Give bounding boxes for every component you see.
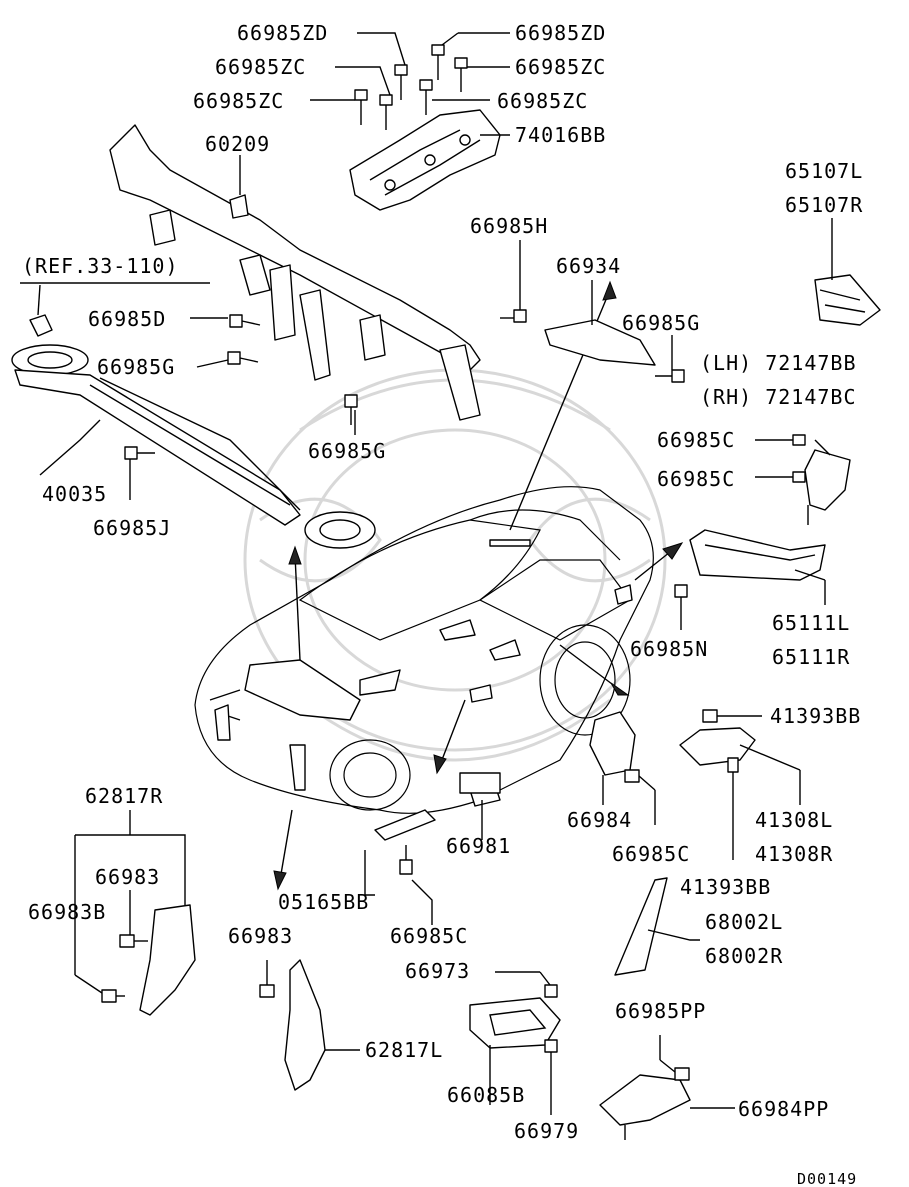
strut-tower-bar bbox=[11, 282, 376, 549]
label-66934: 66934 bbox=[556, 254, 621, 278]
label-66984: 66984 bbox=[567, 808, 632, 832]
top-bolts bbox=[310, 32, 510, 211]
label-66985C-1: 66985C bbox=[657, 428, 735, 452]
diagram-id: D00149 bbox=[797, 1170, 857, 1187]
bolt-icon bbox=[544, 1039, 558, 1053]
label-66985G-3: 66985G bbox=[622, 311, 700, 335]
label-68002R: 68002R bbox=[705, 944, 783, 968]
label-66985ZC-1: 66985ZC bbox=[215, 55, 306, 79]
label-68002L: 68002L bbox=[705, 910, 783, 934]
bottom-center-parts bbox=[469, 971, 735, 1140]
label-66979: 66979 bbox=[514, 1119, 579, 1143]
label-40035: 40035 bbox=[42, 482, 107, 506]
label-41393BB-2: 41393BB bbox=[680, 875, 771, 899]
label-66985ZC-3: 66985ZC bbox=[193, 89, 284, 113]
bolt-icon bbox=[544, 984, 558, 998]
label-66985C-3: 66985C bbox=[612, 842, 690, 866]
bolt-icon bbox=[792, 434, 806, 446]
label-65111L: 65111L bbox=[772, 611, 850, 635]
label-41308L: 41308L bbox=[755, 808, 833, 832]
label-66985J: 66985J bbox=[93, 516, 171, 540]
bolt-icon bbox=[399, 859, 413, 875]
bolt-icon bbox=[674, 584, 688, 598]
label-RH-72147BC: (RH) 72147BC bbox=[700, 385, 857, 409]
label-62817R: 62817R bbox=[85, 784, 163, 808]
label-66981: 66981 bbox=[446, 834, 511, 858]
bolt-icon bbox=[702, 709, 718, 723]
bolt-icon bbox=[513, 309, 527, 323]
bolt-icon bbox=[674, 1067, 690, 1081]
label-66985C-2: 66985C bbox=[657, 467, 735, 491]
bolt-icon bbox=[354, 44, 468, 130]
label-66983-1: 66983 bbox=[95, 865, 160, 889]
label-66983-2: 66983 bbox=[228, 924, 293, 948]
label-65107R: 65107R bbox=[785, 193, 863, 217]
label-41393BB-1: 41393BB bbox=[770, 704, 861, 728]
label-LH-72147BB: (LH) 72147BB bbox=[700, 351, 857, 375]
label-66985G-2: 66985G bbox=[308, 439, 386, 463]
bolt-icon bbox=[259, 984, 275, 998]
label-66973: 66973 bbox=[405, 959, 470, 983]
label-66985C-4: 66985C bbox=[390, 924, 468, 948]
bolt-icon bbox=[124, 446, 155, 460]
bolt-icon bbox=[227, 314, 358, 425]
label-74016BB: 74016BB bbox=[515, 123, 606, 147]
label-66983B: 66983B bbox=[28, 900, 106, 924]
bolt-icon bbox=[101, 989, 117, 1003]
label-66984PP: 66984PP bbox=[738, 1097, 829, 1121]
label-66985ZD-left: 66985ZD bbox=[237, 21, 328, 45]
label-41308R: 41308R bbox=[755, 842, 833, 866]
label-66985N: 66985N bbox=[630, 637, 708, 661]
left-lower-parts bbox=[74, 810, 360, 1091]
bolt-icon bbox=[119, 934, 135, 948]
label-66985ZC-4: 66985ZC bbox=[497, 89, 588, 113]
cross-car-beam bbox=[109, 124, 481, 421]
bolt-icon bbox=[671, 369, 685, 383]
right-upper-parts bbox=[500, 218, 881, 630]
label-66985ZD-right: 66985ZD bbox=[515, 21, 606, 45]
label-60209: 60209 bbox=[205, 132, 270, 156]
label-66985G-1: 66985G bbox=[97, 355, 175, 379]
label-66985PP: 66985PP bbox=[615, 999, 706, 1023]
label-ref-33-110: (REF.33-110) bbox=[22, 254, 179, 278]
vehicle-body bbox=[194, 486, 654, 814]
bolt-icon bbox=[727, 757, 739, 773]
bolt-icon bbox=[792, 471, 806, 483]
label-65111R: 65111R bbox=[772, 645, 850, 669]
right-lower-parts bbox=[364, 709, 801, 976]
label-66985D: 66985D bbox=[88, 307, 166, 331]
label-66085B: 66085B bbox=[447, 1083, 525, 1107]
part-labels: 66985ZD 66985ZD 66985ZC 66985ZC 66985ZC … bbox=[22, 21, 863, 1187]
label-05165BB: 05165BB bbox=[278, 890, 369, 914]
label-66985H: 66985H bbox=[470, 214, 548, 238]
label-66985ZC-2: 66985ZC bbox=[515, 55, 606, 79]
label-65107L: 65107L bbox=[785, 159, 863, 183]
label-62817L: 62817L bbox=[365, 1038, 443, 1062]
bolt-icon bbox=[624, 769, 640, 783]
